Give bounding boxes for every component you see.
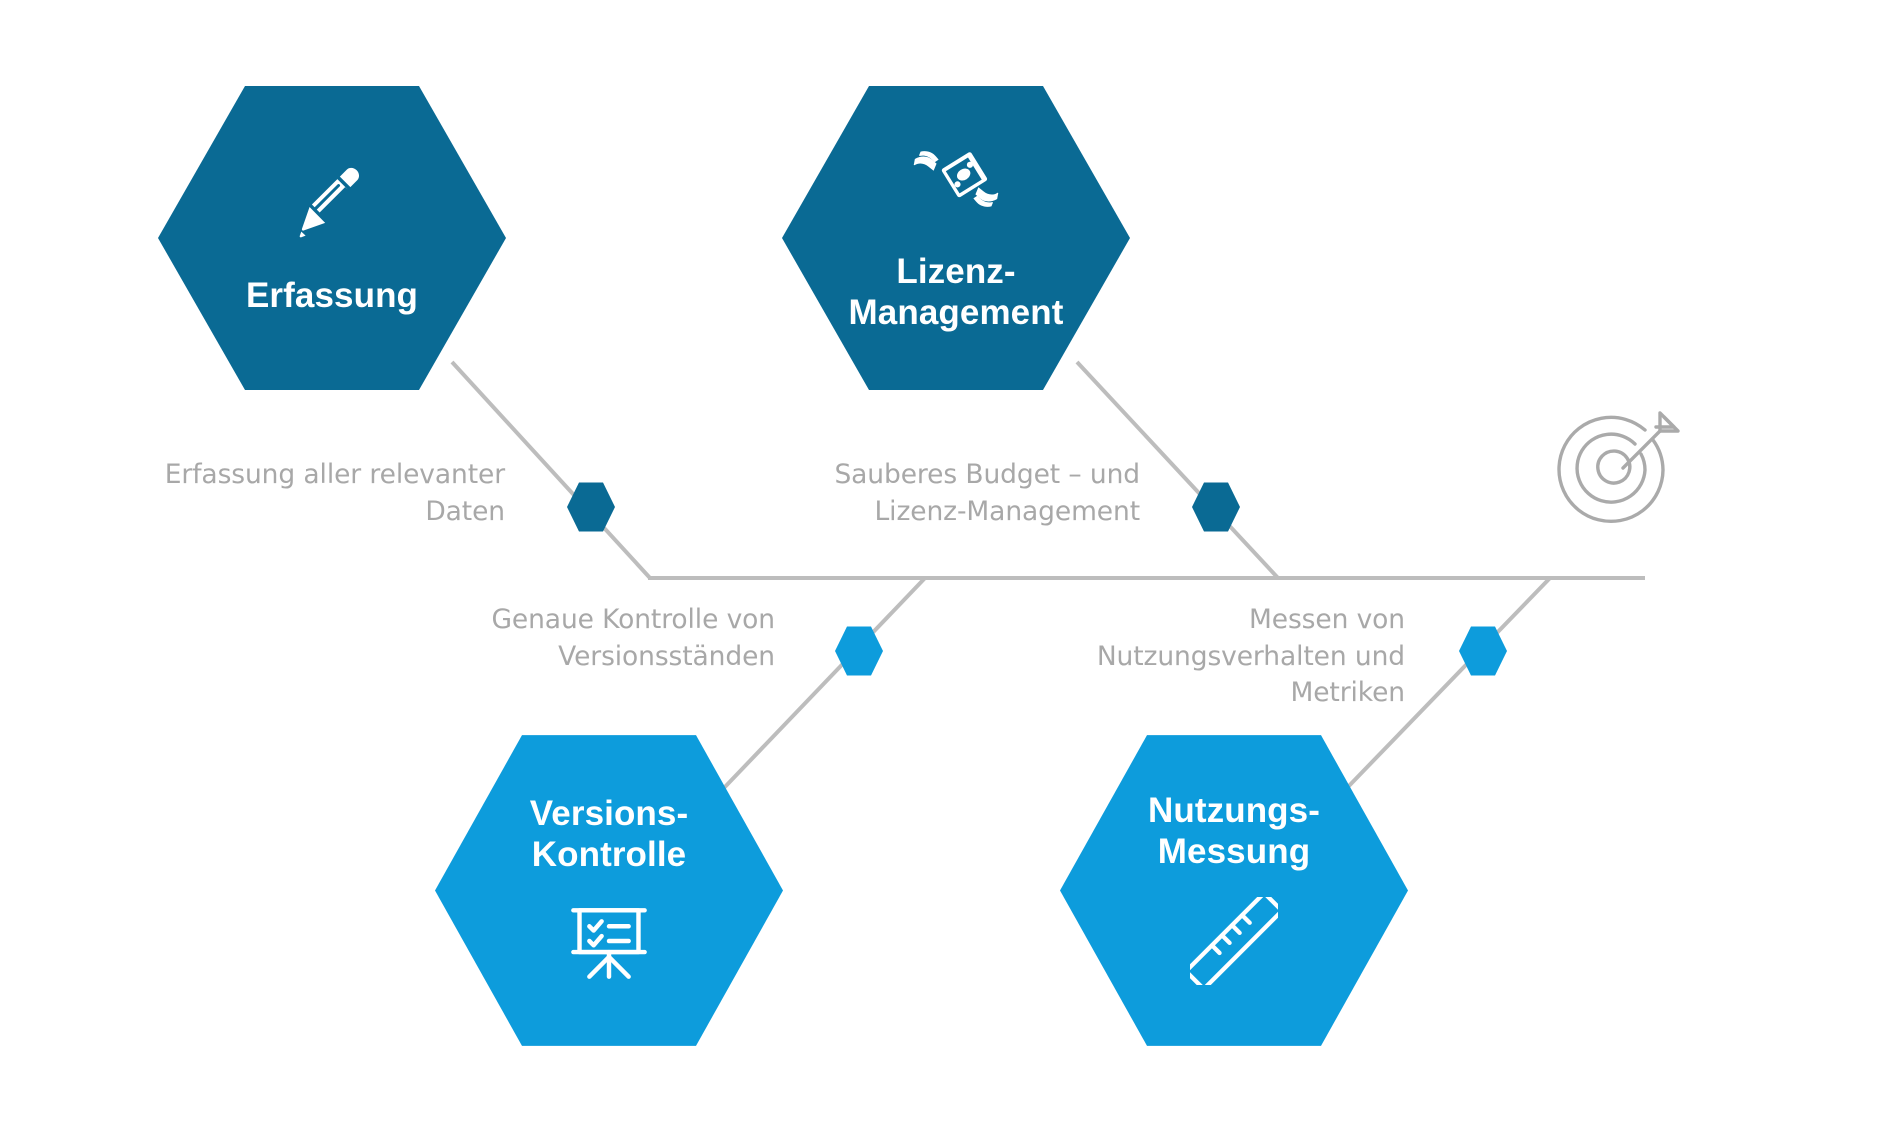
node-erfassung-label: Erfassung [245, 276, 419, 316]
branch-lizenz [1075, 360, 1280, 580]
description-nutzungs-messung: Messen von Nutzungsverhalten und Metrike… [1096, 604, 1405, 709]
flying-money-icon [910, 143, 1002, 228]
node-versions-kontrolle[interactable]: Versions- Kontrolle [435, 735, 783, 1046]
presentation-checklist-icon [566, 900, 652, 987]
pen-icon [290, 159, 374, 248]
description-versions-kontrolle: Genaue Kontrolle von Versionsständen [491, 604, 775, 672]
node-lizenz-management-label: Lizenz- Management [848, 251, 1064, 332]
ruler-icon [1183, 890, 1285, 991]
branch-erfassung [450, 360, 652, 580]
node-nutzungs-messung[interactable]: Nutzungs- Messung [1060, 735, 1408, 1046]
target-arrow-icon [1557, 411, 1680, 523]
description-erfassung: Erfassung aller relevanter Daten [164, 459, 505, 527]
branch-versions [720, 576, 927, 792]
description-lizenz-management: Sauberes Budget – und Lizenz-Management [834, 459, 1140, 527]
node-versions-kontrolle-label: Versions- Kontrolle [529, 794, 689, 874]
branch-nutzungs [1343, 576, 1552, 792]
node-nutzungs-messung-label: Nutzungs- Messung [1148, 791, 1320, 871]
